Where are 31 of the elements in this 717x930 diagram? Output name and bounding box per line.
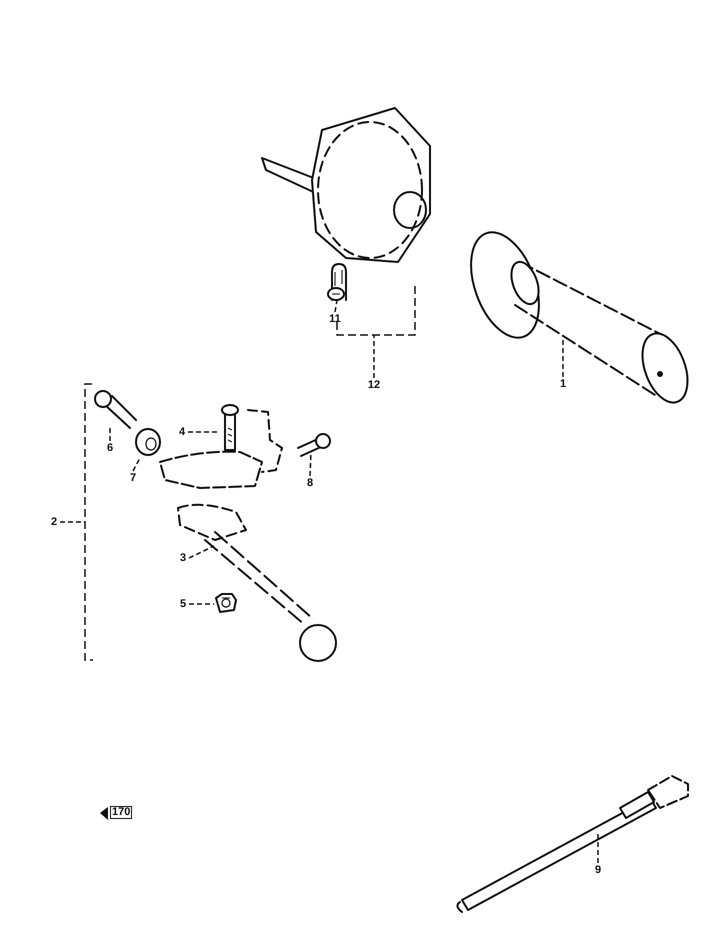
leader-line [109,428,111,441]
handlebar-grip-drawing [470,231,688,404]
leader-line [334,300,338,312]
leader-line [373,335,375,378]
group-bracket [84,383,93,661]
callout-number: 2 [50,516,58,528]
reference-number: 170 [110,806,132,819]
callout-number: 9 [594,864,602,876]
callout-number: 4 [178,426,186,438]
leader-line [562,335,564,377]
callout-number: 1 [560,378,566,390]
callout-number: 7 [130,472,136,484]
throttle-rod-drawing [456,775,689,913]
leader-line [60,521,85,523]
screw-drawing [327,263,347,301]
switch-housing-drawing [261,107,431,263]
callout-number: 11 [329,314,341,324]
callout-number: 6 [106,442,114,454]
callout-number: 8 [306,478,314,488]
bolt-drawing [221,404,239,451]
leader-line [189,603,214,605]
leader-line [188,431,220,433]
callout-number: 5 [180,598,186,610]
collar-drawing [135,428,161,456]
bolt-drawing [94,390,137,429]
callout-number: 12 [368,380,380,390]
leader-line [597,832,599,863]
leader-line [188,545,214,559]
leader-line [132,458,141,472]
lever-bracket-drawing [159,409,337,662]
callout-number: 3 [180,552,186,564]
